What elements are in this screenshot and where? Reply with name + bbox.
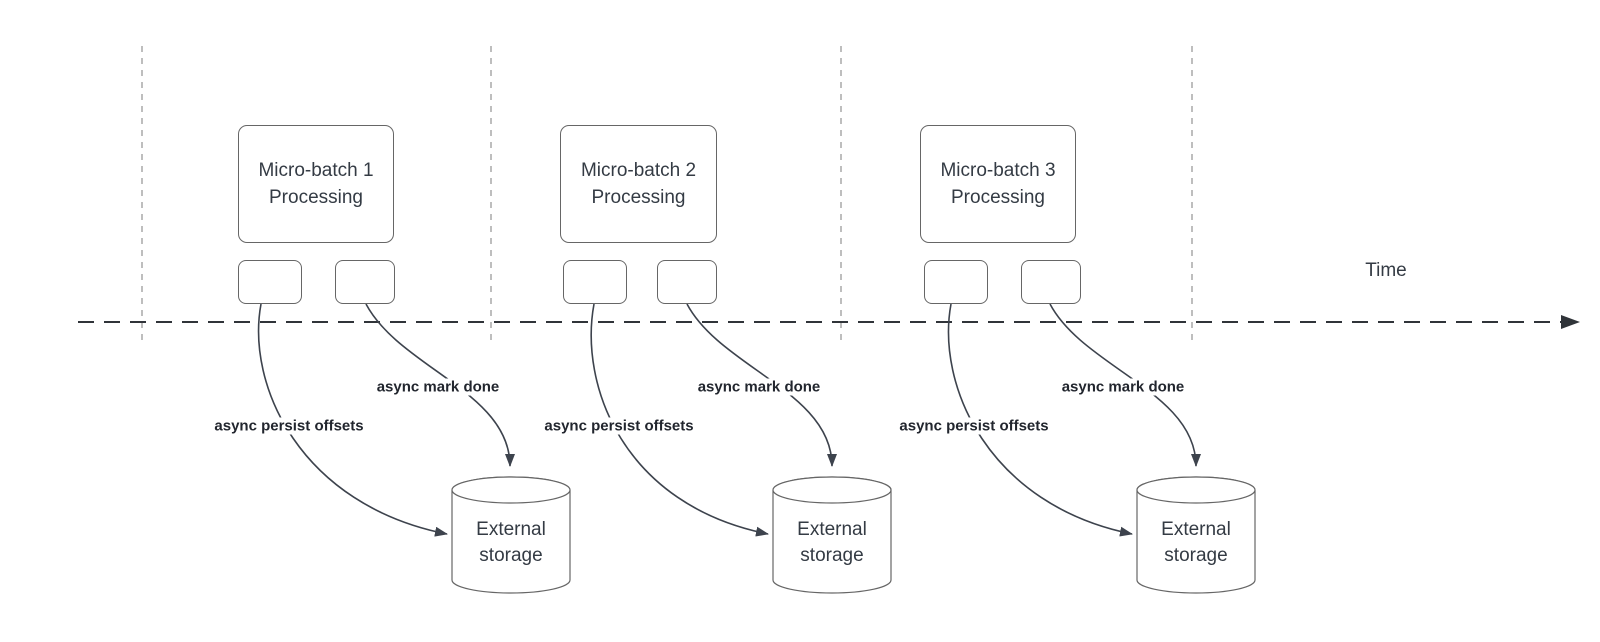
persist-offsets-arrow-1 [257, 303, 448, 537]
mark-done-label-1: async mark done [373, 378, 503, 396]
offset-commit-rect-2 [563, 260, 627, 304]
persist-offsets-arrow-3 [947, 303, 1133, 537]
storage-cylinders [451, 476, 1256, 594]
mark-done-rect-2 [657, 260, 717, 304]
storage-cylinder-top-1 [451, 476, 571, 504]
mark-done-rect-3 [1021, 260, 1081, 304]
processing-box-subtitle: Processing [951, 187, 1045, 208]
time-axis-caption: Time [1365, 260, 1407, 281]
storage-subtitle: storage [800, 545, 864, 566]
storage-title: External [1161, 519, 1231, 540]
storage-cylinder-top-2 [772, 476, 892, 504]
storage-subtitle: storage [1164, 545, 1228, 566]
processing-box-title: Micro-batch 3 [940, 160, 1056, 181]
persist-offsets-label-3: async persist offsets [896, 417, 1052, 435]
processing-box-title: Micro-batch 2 [580, 160, 697, 181]
time-axis [78, 315, 1580, 329]
flow-arrows [257, 303, 1201, 537]
offset-commit-rect-1 [238, 260, 302, 304]
offset-commit-rect-3 [924, 260, 988, 304]
processing-box-subtitle: Processing [269, 187, 363, 208]
storage-cylinder-top-3 [1136, 476, 1256, 504]
external-storage-label-1: External storage [476, 517, 546, 569]
storage-subtitle: storage [479, 545, 543, 566]
persist-offsets-label-2: async persist offsets [541, 417, 697, 435]
processing-box-2: Micro-batch 2 Processing [560, 125, 717, 243]
processing-box-title: Micro-batch 1 [258, 160, 374, 181]
external-storage-label-2: External storage [797, 517, 867, 569]
external-storage-label-3: External storage [1161, 517, 1231, 569]
storage-title: External [797, 519, 867, 540]
processing-box-1: Micro-batch 1 Processing [238, 125, 394, 243]
processing-box-subtitle: Processing [591, 187, 686, 208]
storage-title: External [476, 519, 546, 540]
mark-done-rect-1 [335, 260, 395, 304]
processing-box-3: Micro-batch 3 Processing [920, 125, 1076, 243]
mark-done-label-2: async mark done [694, 378, 824, 396]
persist-offsets-arrow-2 [590, 303, 769, 537]
interval-gridlines [141, 46, 1193, 341]
persist-offsets-label-1: async persist offsets [211, 417, 367, 435]
time-axis-arrowhead-icon [1561, 315, 1580, 329]
mark-done-label-3: async mark done [1058, 378, 1188, 396]
